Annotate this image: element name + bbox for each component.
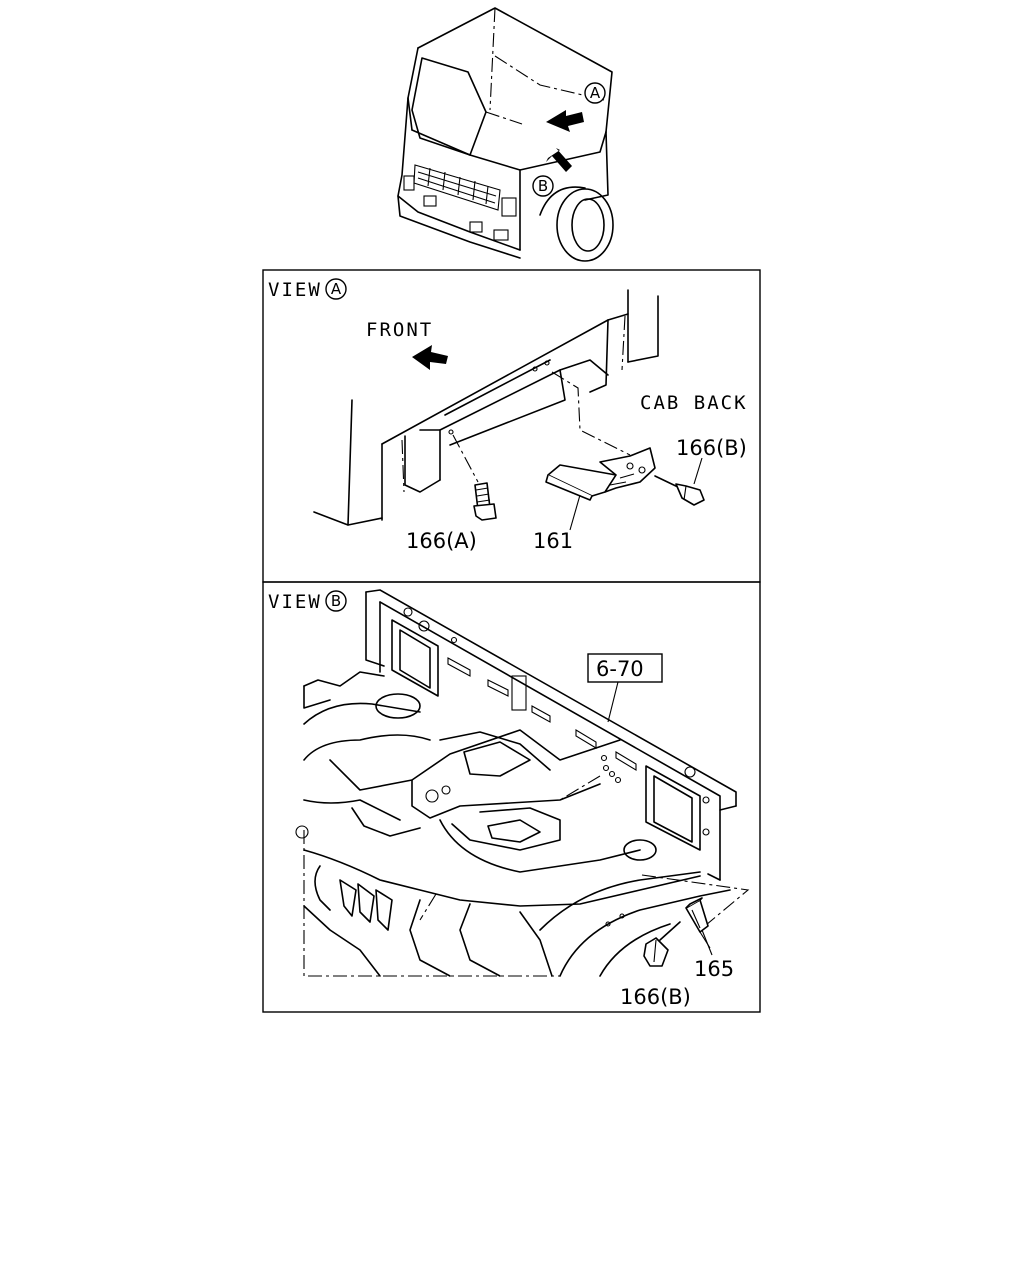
svg-text:6-70: 6-70 (596, 657, 644, 681)
view-a-cab-structure (313, 289, 659, 526)
leader-165 (701, 929, 713, 956)
view-a-title: VIEW A (268, 278, 347, 301)
view-b-panel (262, 581, 761, 1013)
floor-panel (295, 671, 750, 977)
bolt-166-a (473, 482, 497, 521)
svg-text:B: B (331, 592, 341, 610)
svg-text:B: B (538, 177, 548, 195)
cab-back-label: CAB BACK (640, 392, 748, 414)
floor-crossmember (365, 589, 737, 881)
part-label-166-b-view-b: 166(B) (620, 985, 691, 1009)
front-arrow (412, 345, 448, 370)
callout-a-overview: A (584, 82, 606, 104)
ref-box-6-70: 6-70 (587, 653, 663, 723)
bolt-166-b-view-a (654, 475, 705, 506)
callout-b-overview: B (532, 175, 554, 197)
part-label-166-a: 166(A) (406, 529, 477, 553)
svg-text:A: A (331, 280, 342, 298)
view-b-title: VIEW B (268, 590, 347, 613)
truck-overview (397, 7, 614, 262)
svg-text:A: A (590, 84, 601, 102)
part-label-161: 161 (533, 529, 573, 553)
front-label: FRONT (366, 319, 433, 341)
view-a-panel (262, 269, 761, 583)
bolt-166-b-view-b (643, 921, 681, 967)
clip-165 (685, 897, 711, 949)
leader-161 (569, 494, 581, 531)
part-label-165: 165 (694, 957, 734, 981)
svg-text:VIEW: VIEW (268, 279, 322, 301)
svg-text:VIEW: VIEW (268, 591, 322, 613)
bracket-161 (545, 447, 656, 501)
part-label-166-b-view-a: 166(B) (676, 436, 747, 460)
leader-166-b-a (693, 457, 703, 485)
